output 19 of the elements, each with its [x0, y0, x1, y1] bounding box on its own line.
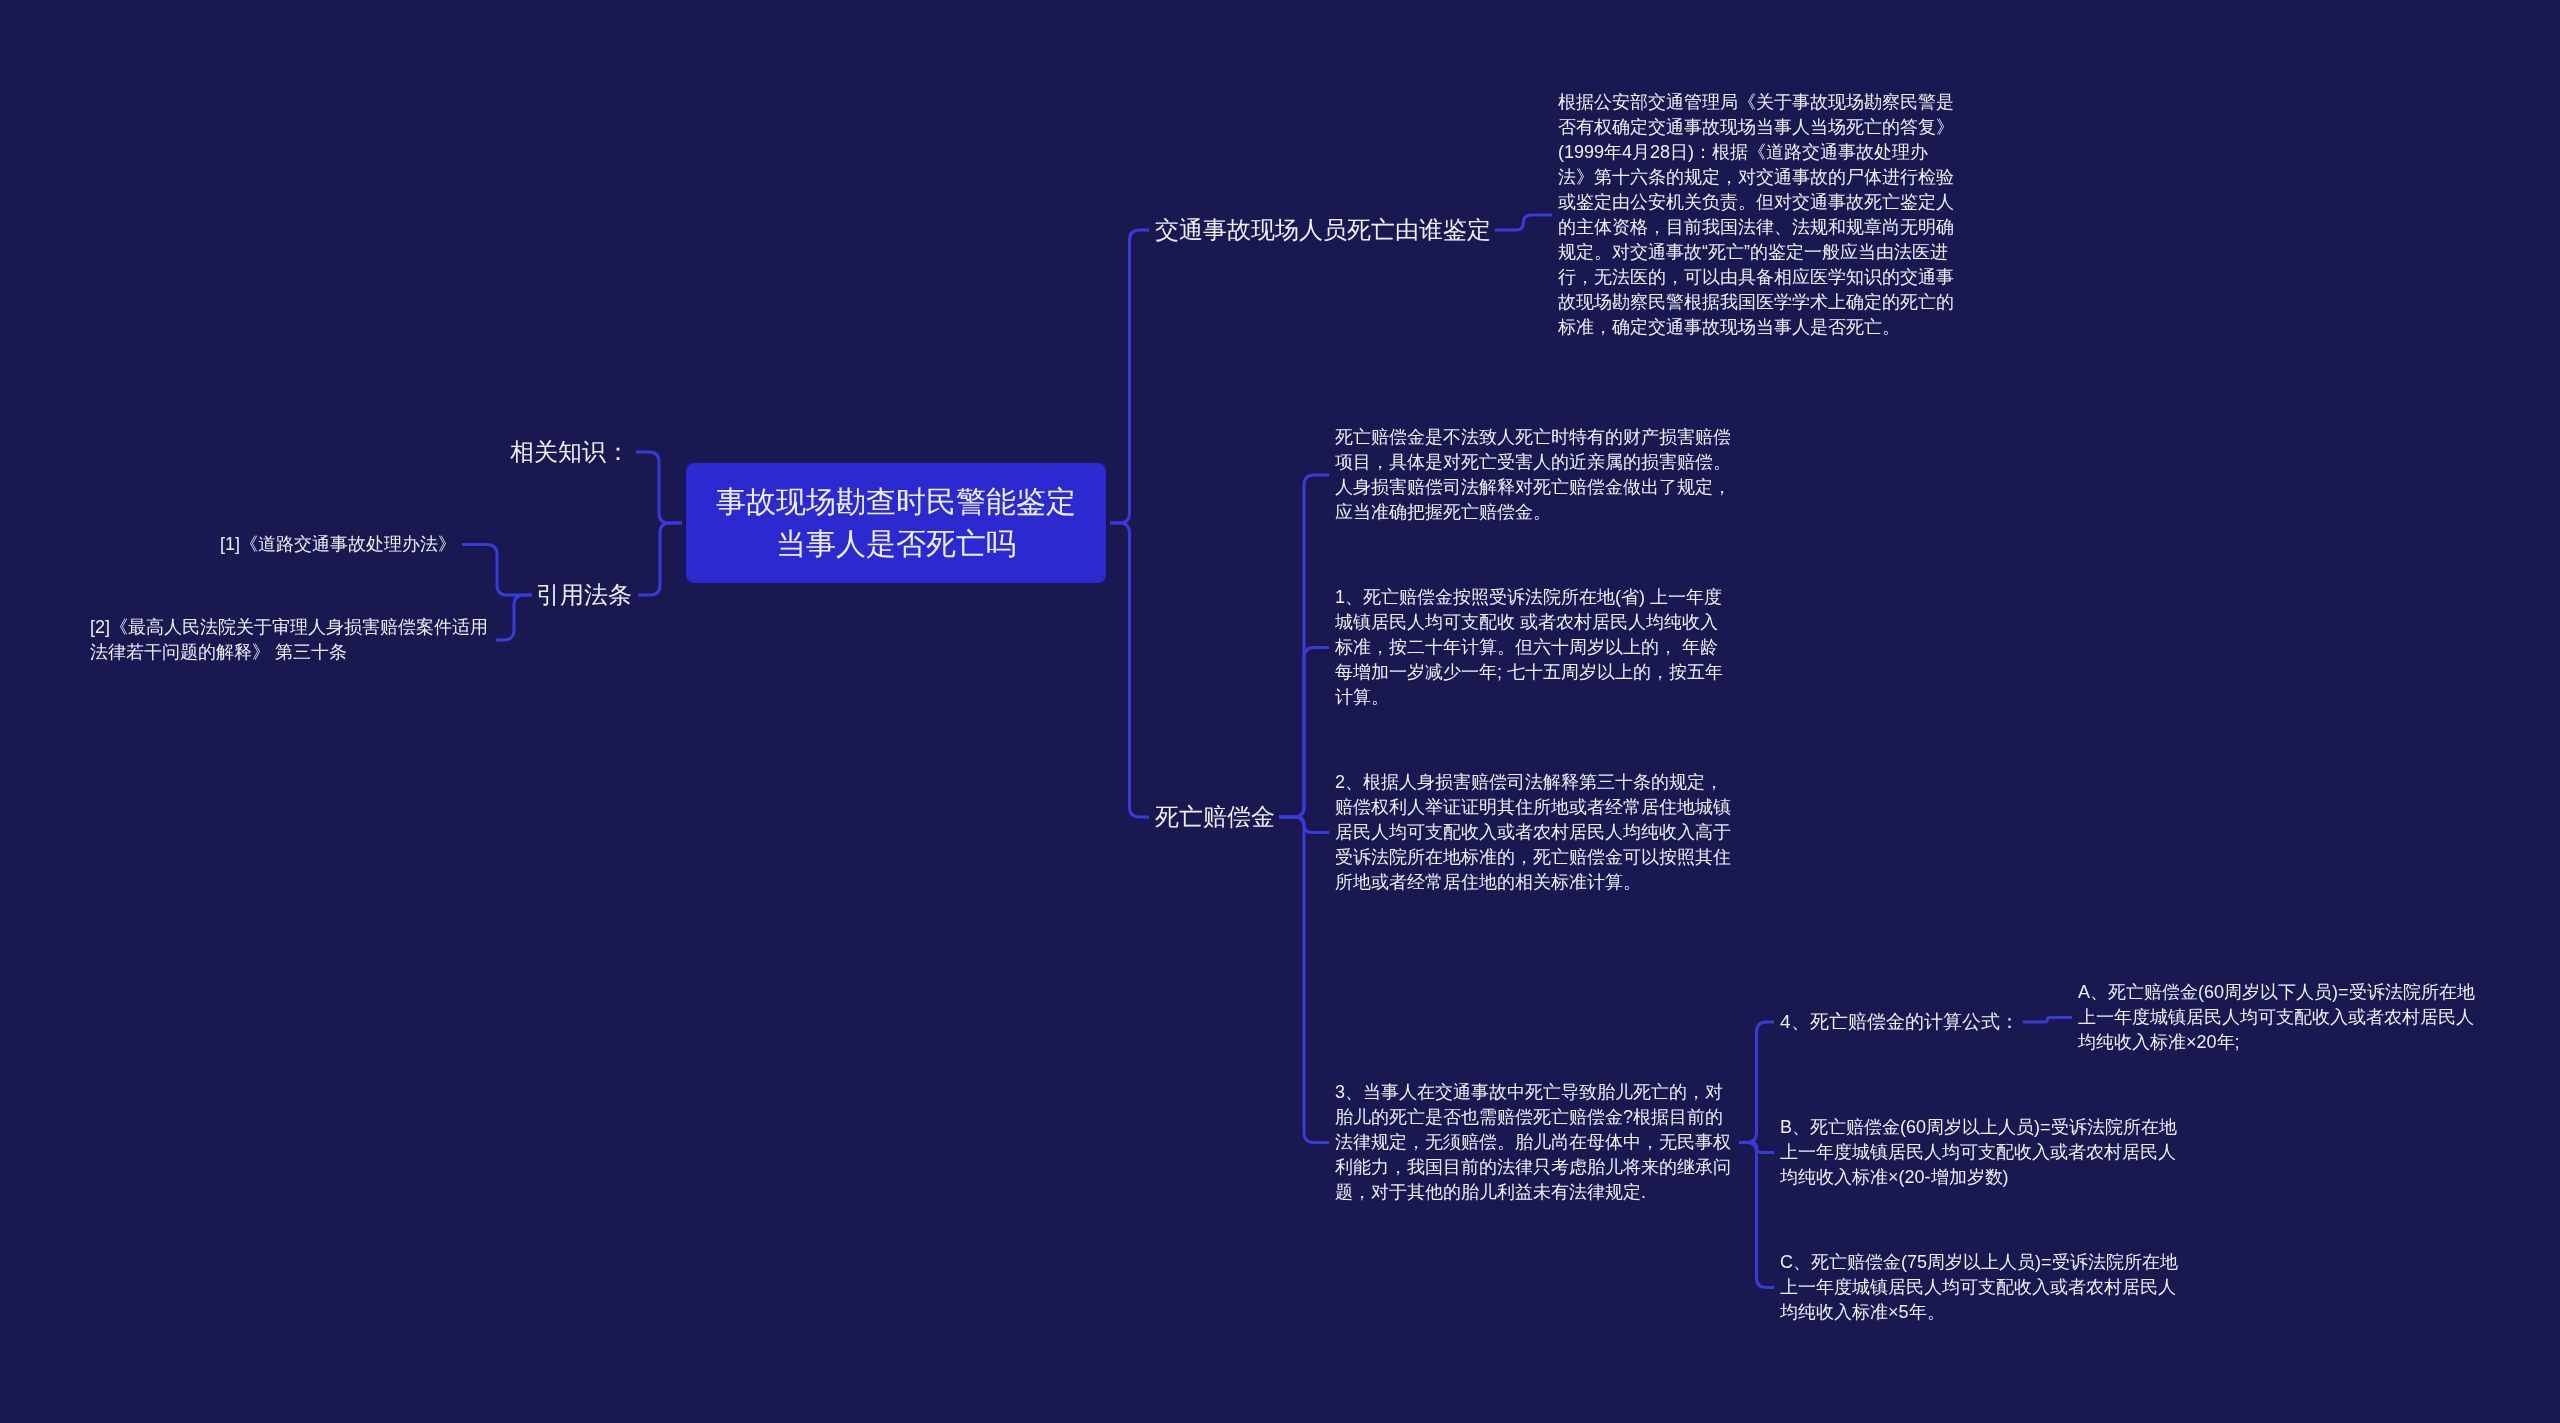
connector-line	[2022, 1016, 2072, 1024]
topic-label: 引用法条	[536, 578, 632, 612]
note-text: A、死亡赔偿金(60周岁以下人员)=受诉法院所在地上一年度城镇居民人均可支配收入或者农村居民人均纯收入标准×20年;	[2078, 980, 2478, 1055]
note-text: 1、死亡赔偿金按照受诉法院所在地(省) 上一年度城镇居民人均可支配收 或者农村居民人均纯收入标准，按二十年计算。但六十周岁以上的， 年龄每增加一岁减少一年; 七十五周岁以上的，按五年计算。	[1335, 585, 1735, 710]
reference-text: [2]《最高人民法院关于审理人身损害赔偿案件适用法律若干问题的解释》 第三十条	[90, 615, 490, 665]
root-topic-box: 事故现场勘查时民警能鉴定当事人是否死亡吗	[686, 463, 1106, 583]
note-text: 3、当事人在交通事故中死亡导致胎儿死亡的，对胎儿的死亡是否也需赔偿死亡赔偿金?根据目前的法律规定，无须赔偿。胎儿尚在母体中，无民事权利能力，我国目前的法律只考虑胎儿将来的继承问题，对于其他的胎儿利益未有法律规定.	[1335, 1080, 1735, 1205]
note-text: C、死亡赔偿金(75周岁以上人员)=受诉法院所在地上一年度城镇居民人均可支配收入或者农村居民人均纯收入标准×5年。	[1780, 1250, 2180, 1325]
subtopic-label: 4、死亡赔偿金的计算公式：	[1780, 1008, 2019, 1036]
topic-label: 交通事故现场人员死亡由谁鉴定	[1155, 213, 1491, 247]
connector-line	[496, 593, 532, 642]
topic-label: 死亡赔偿金	[1155, 800, 1275, 834]
reference-text: [1]《道路交通事故处理办法》	[220, 532, 456, 557]
connector-line	[1495, 213, 1552, 232]
note-text: B、死亡赔偿金(60周岁以上人员)=受诉法院所在地上一年度城镇居民人均可支配收入或者农村居民人均纯收入标准×(20-增加岁数)	[1780, 1115, 2180, 1190]
note-text: 死亡赔偿金是不法致人死亡时特有的财产损害赔偿项目，具体是对死亡受害人的近亲属的损害赔偿。人身损害赔偿司法解释对死亡赔偿金做出了规定，应当准确把握死亡赔偿金。	[1335, 425, 1735, 525]
note-text: 根据公安部交通管理局《关于事故现场勘察民警是否有权确定交通事故现场当事人当场死亡的答复》(1999年4月28日)：根据《道路交通事故处理办法》第十六条的规定，对交通事故的尸体进行检验或鉴定由公安机关负责。但对交通事故死亡鉴定人的主体资格，目前我国法律、法规和规章尚无明确规定。对交通事故“死亡”的鉴定一般应当由法医进行，无法医的，可以由具备相应医学知识的交通事故现场勘察民警根据我国医学学术上确定的死亡的标准，确定交通事故现场当事人是否死亡。	[1558, 90, 1958, 340]
note-text: 2、根据人身损害赔偿司法解释第三十条的规定，赔偿权利人举证证明其住所地或者经常居住地城镇居民人均可支配收入或者农村居民人均纯收入高于受诉法院所在地标准的，死亡赔偿金可以按照其住所地或者经常居住地的相关标准计算。	[1335, 770, 1735, 895]
topic-label: 相关知识：	[510, 435, 630, 469]
